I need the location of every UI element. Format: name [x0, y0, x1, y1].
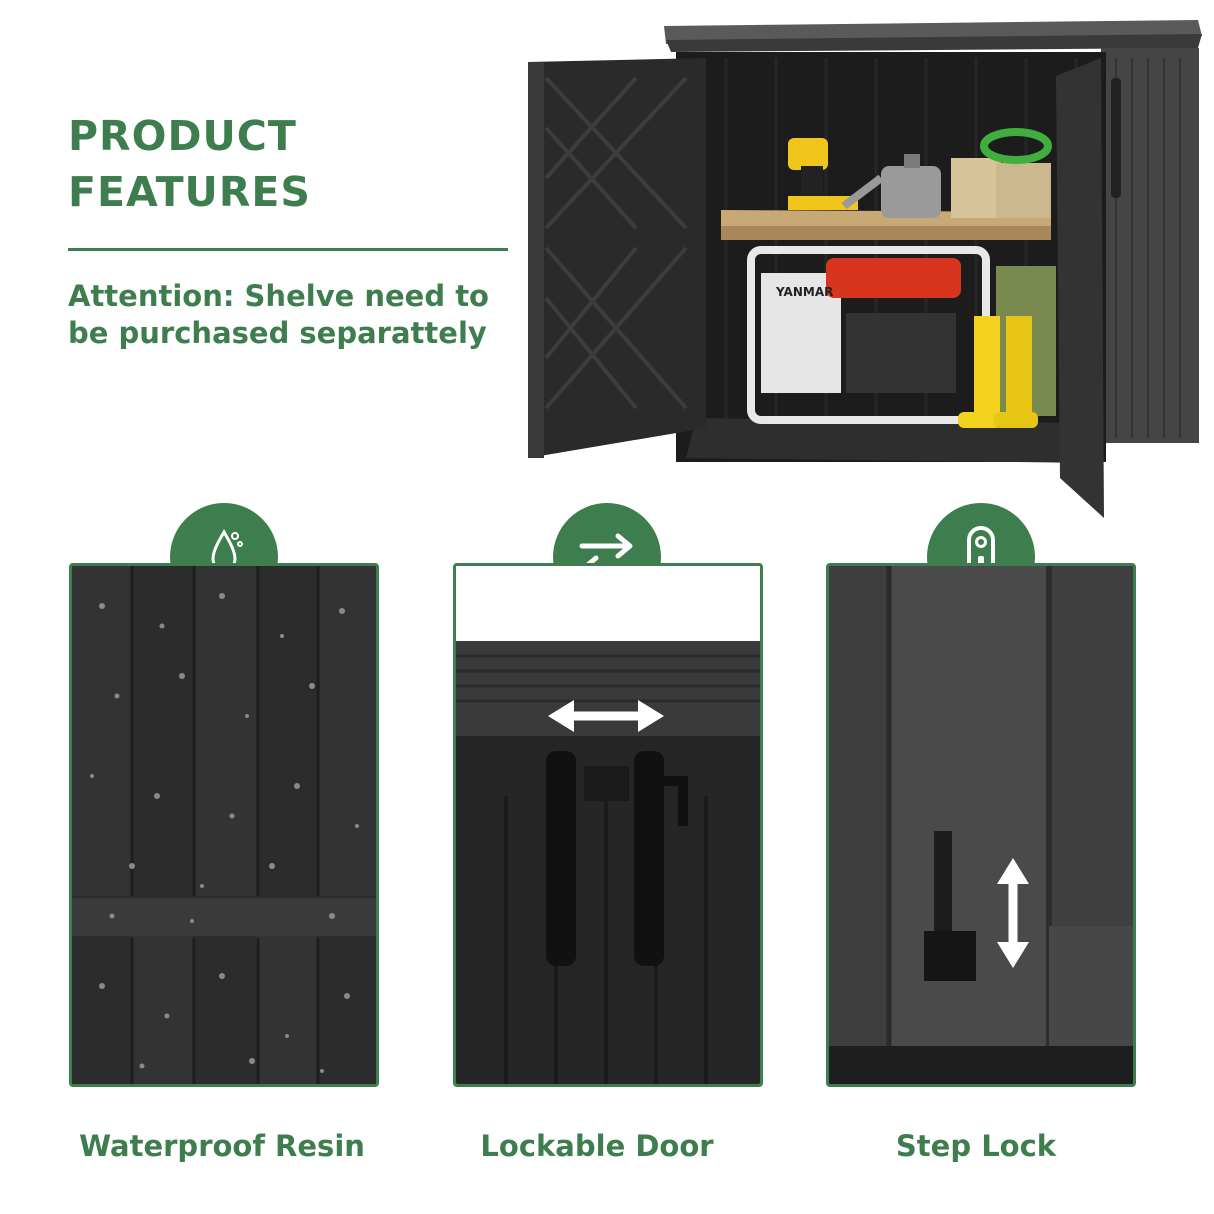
double-arrow-horizontal	[548, 700, 664, 732]
storage-shed-image: YANMAR	[526, 18, 1202, 523]
generator-brand-label: YANMAR	[775, 285, 833, 299]
attention-lead: Attention:	[68, 279, 235, 313]
title-divider	[68, 248, 508, 251]
watering-can-graphic	[841, 154, 941, 218]
attention-note: Attention: Shelve need to be purchased s…	[68, 278, 498, 352]
step-lock-panel	[826, 563, 1136, 1087]
attention-text: Shelve need to be purchased separattely	[68, 279, 489, 350]
feature-caption-waterproof: Waterproof Resin	[79, 1129, 365, 1163]
door-latch-closeup	[456, 566, 760, 1084]
drill-graphic	[788, 138, 858, 210]
resin-wall-texture	[72, 566, 376, 1084]
boots-graphic	[958, 316, 1038, 428]
storage-shed-illustration: YANMAR	[528, 20, 1202, 518]
latch-handles	[546, 751, 688, 966]
step-lock-closeup	[829, 566, 1133, 1084]
title-line-2: FEATURES	[68, 168, 311, 216]
feature-caption-lockable: Lockable Door	[480, 1129, 714, 1163]
generator-graphic: YANMAR	[747, 246, 990, 424]
page-title: PRODUCT FEATURES	[68, 108, 311, 220]
lock-bracket	[924, 831, 976, 981]
double-arrow-vertical	[997, 858, 1029, 968]
water-droplets	[90, 593, 359, 1073]
feature-caption-step-lock: Step Lock	[895, 1129, 1057, 1163]
waterproof-resin-panel	[69, 563, 379, 1087]
lockable-door-panel	[453, 563, 763, 1087]
title-line-1: PRODUCT	[68, 112, 297, 160]
